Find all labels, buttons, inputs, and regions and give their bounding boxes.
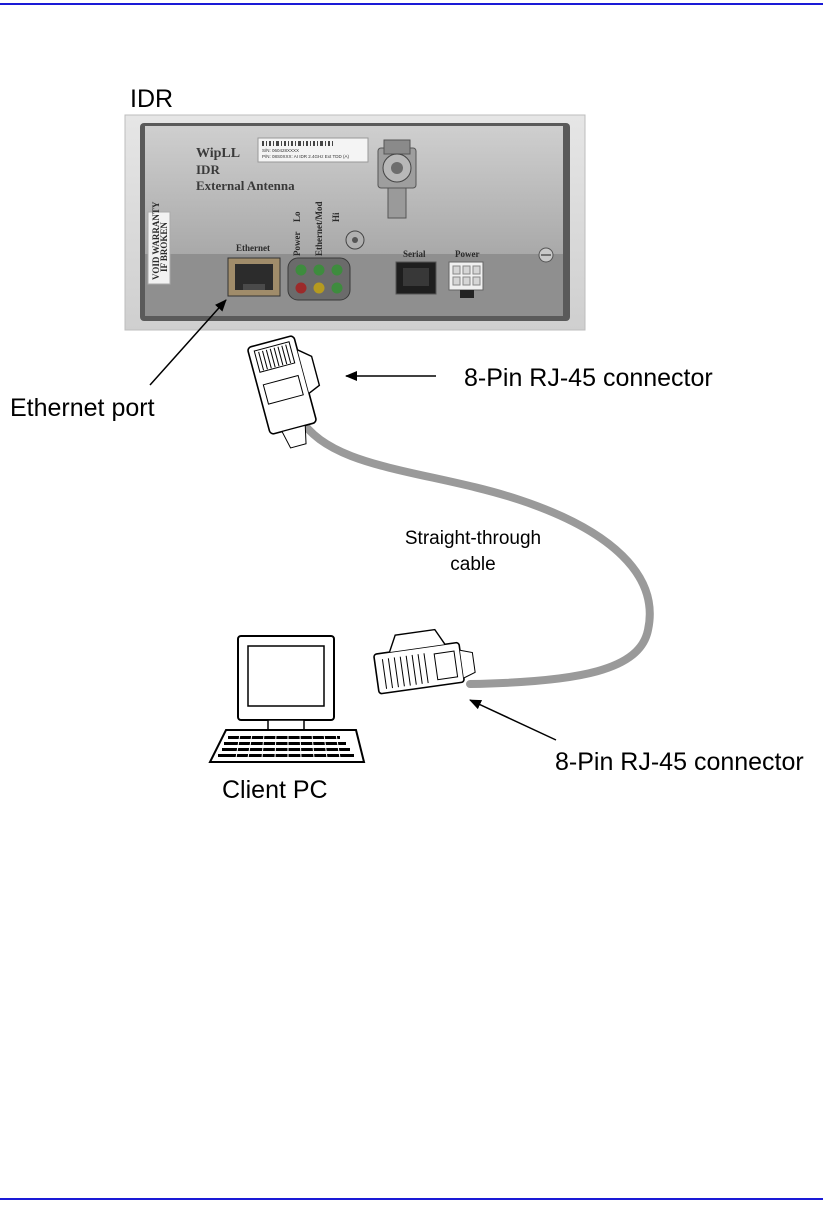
ethernet-jack	[228, 258, 280, 296]
model-text: IDR	[196, 162, 220, 177]
ethernet-port-label: Ethernet port	[10, 394, 155, 423]
cable-label-line1: Straight-through	[380, 526, 566, 552]
panel-serial-label: Serial	[403, 249, 426, 259]
antenna-text: External Antenna	[196, 178, 295, 193]
client-pc	[210, 636, 364, 762]
panel-power-label: Power	[455, 249, 480, 259]
serial-jack	[396, 262, 436, 294]
cable-label-line2: cable	[380, 552, 566, 578]
client-pc-label: Client PC	[222, 776, 328, 805]
rj45-connector-top	[247, 332, 333, 452]
connector-bottom-label: 8-Pin RJ-45 connector	[555, 748, 804, 777]
idr-device: WipLL IDR External Antenna S/N: 060428XX…	[125, 115, 585, 330]
led-lo-label: Lo	[292, 211, 302, 222]
rj45-connector-bottom	[371, 625, 476, 694]
led-power-label: Power	[292, 232, 302, 257]
small-connector	[346, 231, 364, 249]
panel-ethernet-label: Ethernet	[236, 243, 270, 253]
led-cluster	[288, 258, 350, 300]
connector-bottom-arrow	[470, 700, 556, 740]
connector-top-label: 8-Pin RJ-45 connector	[464, 364, 713, 393]
led-eth-label: Ethernet/Mod	[314, 202, 324, 257]
led-hi-label: Hi	[331, 212, 341, 222]
if-broken-text: IF BROKEN	[159, 222, 169, 272]
serial-number-line2: P/N: 08S0XXX: AI IDR 2.4GHz Ext TDD (A)	[262, 154, 349, 159]
brand-text: WipLL	[196, 146, 240, 161]
screw	[539, 248, 553, 262]
serial-number-line1: S/N: 060428XXXX	[262, 148, 299, 153]
idr-label: IDR	[130, 85, 173, 114]
cable-label: Straight-through cable	[380, 526, 566, 578]
